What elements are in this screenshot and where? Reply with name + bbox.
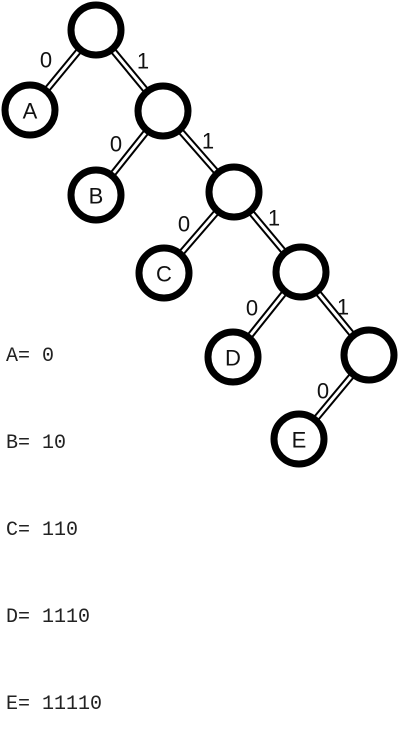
internal-node-n4 bbox=[340, 326, 398, 384]
code-entry-a: A= 0 bbox=[6, 345, 55, 368]
edge-label-n0-A: 0 bbox=[40, 48, 52, 73]
edge-label-n0-n1: 1 bbox=[137, 49, 149, 74]
edge-label-n3-D: 0 bbox=[246, 296, 258, 321]
code-entry-d: D= 1110 bbox=[6, 606, 91, 629]
code-entry-e: E= 11110 bbox=[6, 693, 103, 716]
tree-nodes: A B C D E bbox=[1, 1, 398, 468]
internal-node-n0 bbox=[67, 1, 125, 59]
internal-node-n2 bbox=[205, 163, 263, 221]
node-label-e: E bbox=[292, 428, 307, 453]
code-table: A= 0 B= 10 C= 110 D= 1110 E= 11110 bbox=[6, 284, 102, 748]
huffman-tree-diagram: A B C D E 0 1 0 1 0 1 0 1 0 bbox=[1, 1, 398, 468]
edge-label-n1-n2: 1 bbox=[202, 129, 214, 154]
leaf-node-d bbox=[204, 328, 262, 386]
leaf-node-a bbox=[1, 81, 59, 139]
code-entry-b: B= 10 bbox=[6, 432, 67, 455]
node-label-b: B bbox=[89, 184, 104, 209]
edge-label-n2-C: 0 bbox=[178, 212, 190, 237]
node-label-a: A bbox=[23, 99, 38, 124]
edge-label-n1-B: 0 bbox=[110, 132, 122, 157]
node-label-c: C bbox=[156, 262, 172, 287]
leaf-node-b bbox=[67, 166, 125, 224]
internal-node-n3 bbox=[272, 243, 330, 301]
leaf-node-c bbox=[135, 244, 193, 302]
leaf-node-e bbox=[270, 410, 328, 468]
code-entry-c: C= 110 bbox=[6, 519, 79, 542]
node-label-d: D bbox=[225, 346, 241, 371]
tree-edge-labels: 0 1 0 1 0 1 0 1 0 bbox=[40, 48, 349, 404]
edge-label-n2-n3: 1 bbox=[268, 206, 280, 231]
internal-node-n1 bbox=[134, 82, 192, 140]
edge-label-n4-E: 0 bbox=[317, 379, 329, 404]
edge-label-n3-n4: 1 bbox=[337, 295, 349, 320]
